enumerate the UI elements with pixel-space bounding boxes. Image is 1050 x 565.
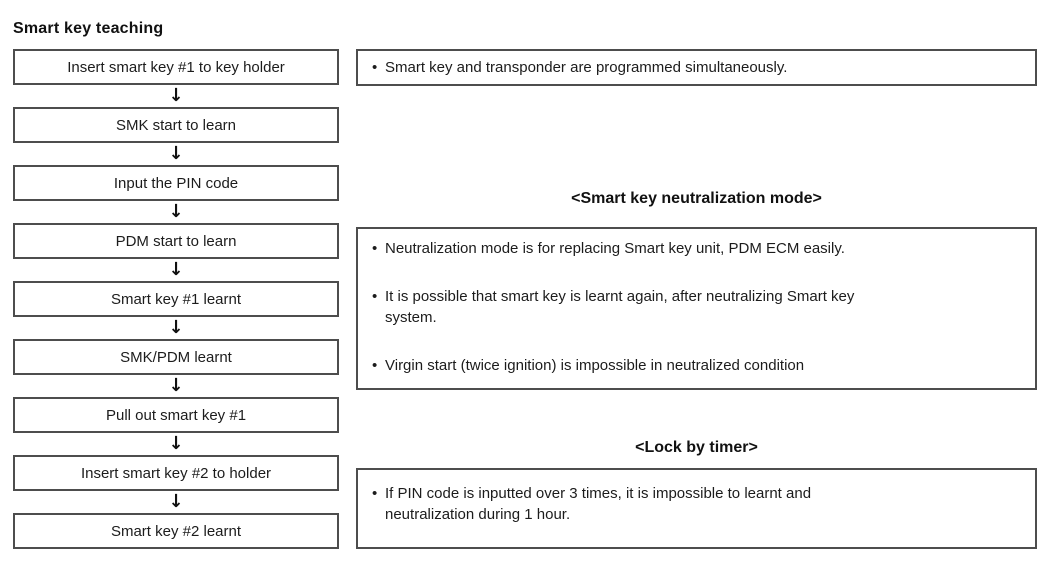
flow-step-box: Smart key #1 learnt: [13, 281, 339, 317]
bullet-icon: •: [372, 357, 378, 374]
flow-step-box: Input the PIN code: [13, 165, 339, 201]
down-arrow-icon: ↓: [168, 201, 184, 222]
down-arrow-icon: ↓: [168, 259, 184, 280]
flow-step-box: PDM start to learn: [13, 223, 339, 259]
note-bullet-item: • Virgin start (twice ignition) is imposs…: [372, 355, 1021, 376]
bullet-icon: •: [372, 59, 378, 76]
bullet-icon: •: [372, 485, 378, 502]
flow-step-box: SMK start to learn: [13, 107, 339, 143]
flow-step-box: Insert smart key #1 to key holder: [13, 49, 339, 85]
down-arrow-icon: ↓: [168, 317, 184, 338]
note-text: It is possible that smart key is learnt …: [385, 288, 855, 326]
neutralization-mode-heading: <Smart key neutralization mode>: [571, 190, 822, 207]
down-arrow-icon: ↓: [168, 85, 184, 106]
down-arrow-icon: ↓: [168, 433, 184, 454]
down-arrow-icon: ↓: [168, 491, 184, 512]
note-text: Virgin start (twice ignition) is impossi…: [385, 357, 805, 374]
bullet-icon: •: [372, 288, 378, 305]
down-arrow-icon: ↓: [168, 375, 184, 396]
bullet-icon: •: [372, 240, 378, 257]
note-bullet-item: • If PIN code is inputted over 3 times, i…: [372, 483, 1021, 525]
page-title: Smart key teaching: [13, 20, 164, 37]
note-text: If PIN code is inputted over 3 times, it…: [385, 485, 812, 523]
note-bullet-item: • Smart key and transponder are programme…: [372, 57, 1021, 78]
flow-step-box: Pull out smart key #1: [13, 397, 339, 433]
note-text: Neutralization mode is for replacing Sma…: [385, 240, 845, 257]
note-programming: • Smart key and transponder are programme…: [356, 49, 1037, 86]
note-bullet-item: • Neutralization mode is for replacing Sm…: [372, 238, 1021, 259]
flow-step-box: SMK/PDM learnt: [13, 339, 339, 375]
lock-by-timer-heading: <Lock by timer>: [635, 439, 758, 456]
flowchart-column: Insert smart key #1 to key holder↓SMK st…: [13, 49, 339, 549]
note-neutralization: • Neutralization mode is for replacing Sm…: [356, 227, 1037, 390]
flow-step-box: Insert smart key #2 to holder: [13, 455, 339, 491]
down-arrow-icon: ↓: [168, 143, 184, 164]
note-lock-by-timer: • If PIN code is inputted over 3 times, i…: [356, 468, 1037, 549]
note-bullet-item: • It is possible that smart key is learnt…: [372, 286, 1021, 328]
note-text: Smart key and transponder are programmed…: [385, 59, 788, 76]
flow-step-box: Smart key #2 learnt: [13, 513, 339, 549]
